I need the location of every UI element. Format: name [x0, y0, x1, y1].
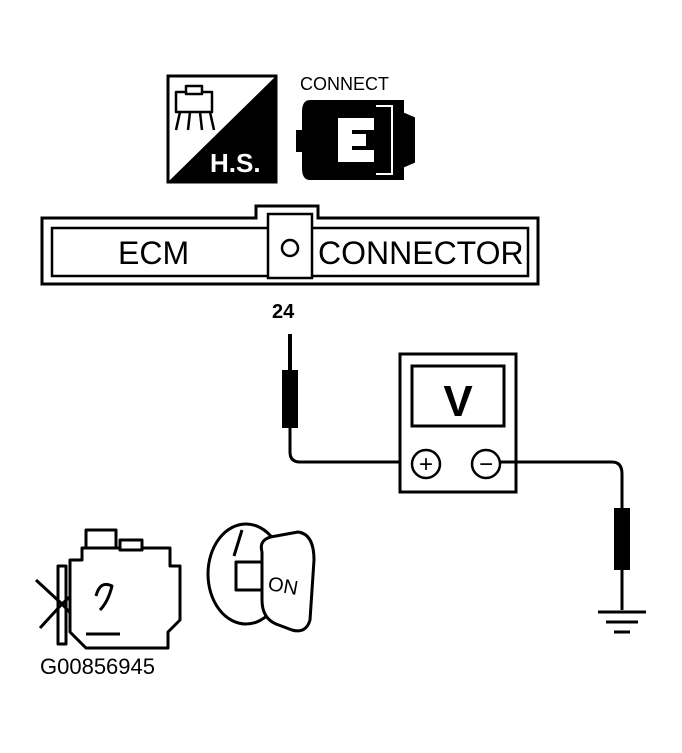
harness-connector-icon — [174, 84, 216, 131]
positive-test-lead — [282, 334, 404, 464]
harness-badge: H.S. — [166, 74, 278, 184]
ground-probe-icon — [614, 508, 630, 570]
connector-plug-icon — [296, 100, 415, 180]
connect-label: CONNECT — [300, 74, 389, 94]
engine-icon — [34, 528, 182, 650]
figure-id: G00856945 — [40, 654, 155, 679]
negative-terminal-sign: − — [479, 451, 493, 478]
harness-badge-label: H.S. — [210, 148, 261, 178]
pin-number-label: 24 — [272, 301, 295, 323]
negative-test-lead — [500, 460, 646, 634]
ground-icon — [598, 610, 646, 634]
ignition-key-icon: ON — [206, 522, 316, 633]
test-probe-icon — [282, 370, 298, 428]
negative-terminal — [470, 448, 502, 480]
voltmeter: V + − — [398, 352, 518, 494]
connector-label: CONNECTOR — [318, 235, 524, 271]
voltmeter-display — [410, 364, 506, 428]
connect-badge: CONNECT — [296, 74, 415, 180]
ignition-on-label: ON — [266, 573, 299, 600]
voltmeter-unit: V — [443, 377, 473, 426]
positive-terminal-sign: + — [419, 451, 433, 478]
connector-pin-marker — [280, 238, 300, 258]
connector-left-block — [50, 226, 276, 278]
positive-terminal — [410, 448, 442, 480]
ecm-connector: ECM CONNECTOR — [40, 204, 540, 286]
ecm-label: ECM — [118, 235, 189, 271]
